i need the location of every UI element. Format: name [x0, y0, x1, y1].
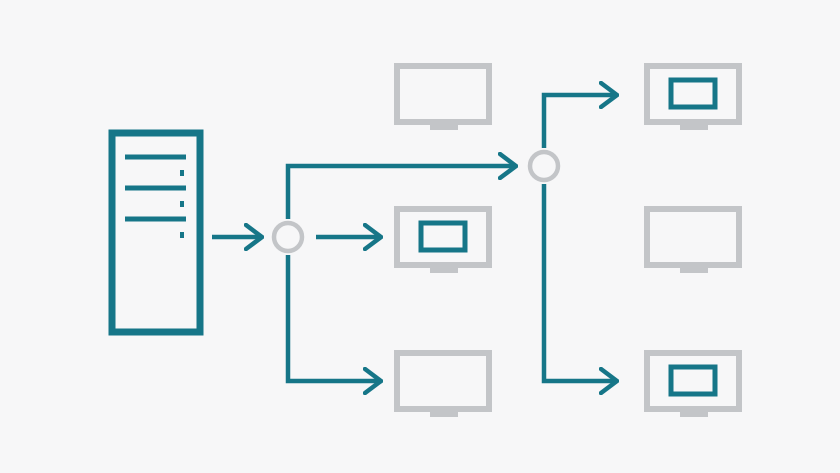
arrow-hub-2-to-monitor-bottom-right [541, 184, 617, 381]
monitor-top-middle-icon [394, 63, 492, 130]
server-icon [108, 129, 204, 336]
hub-2-circle [527, 149, 561, 183]
arrow-hub-1-to-hub-2 [285, 166, 516, 219]
arrow-hub-2-to-monitor-top-right [541, 95, 617, 148]
arrow-hub-1-to-monitor-bottom [285, 255, 381, 381]
monitor-bottom-right-icon [644, 350, 742, 417]
monitor-middle-center-icon [394, 206, 492, 273]
monitor-bottom-middle-icon [394, 350, 492, 417]
monitor-middle-right-icon [644, 206, 742, 273]
monitor-top-right-icon [644, 63, 742, 130]
hub-1-circle [271, 220, 305, 254]
